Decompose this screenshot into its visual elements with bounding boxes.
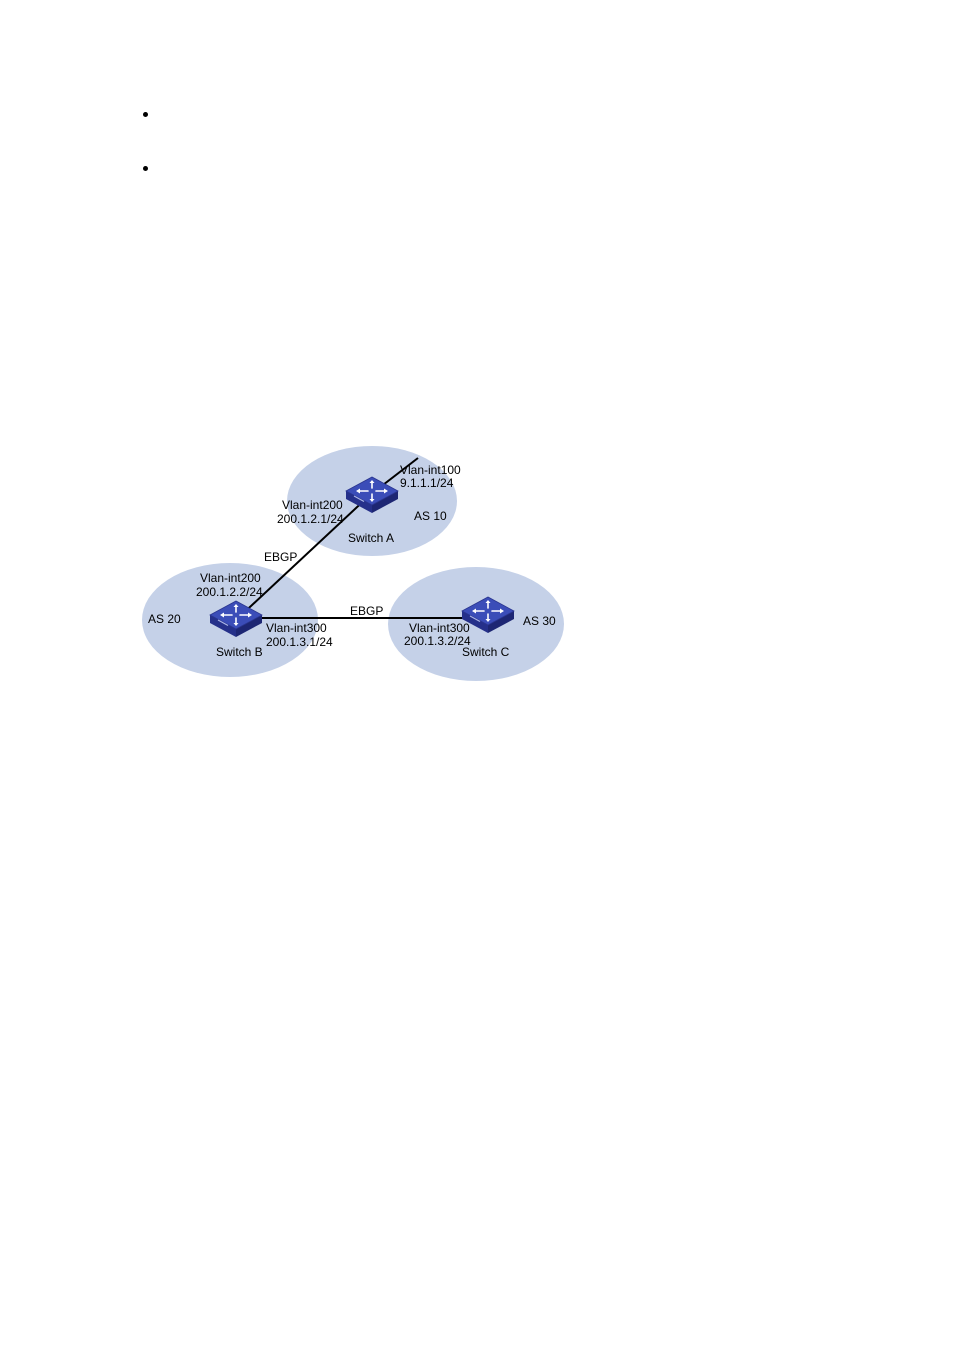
a-vlan100-name: Vlan-int100 [400, 463, 461, 477]
link-b-c-label: EBGP [350, 604, 383, 618]
switch-c-label: Switch C [462, 645, 510, 659]
a-vlan100-ip: 9.1.1.1/24 [400, 476, 454, 490]
a-vlan200-ip: 200.1.2.1/24 [277, 512, 344, 526]
as30-label: AS 30 [523, 614, 556, 628]
as10-label: AS 10 [414, 509, 447, 523]
b-vlan200-name: Vlan-int200 [200, 571, 261, 585]
switch-b-label: Switch B [216, 645, 263, 659]
bullet-marker-2 [143, 166, 148, 171]
b-vlan300-ip: 200.1.3.1/24 [266, 635, 333, 649]
b-vlan200-ip: 200.1.2.2/24 [196, 585, 263, 599]
b-vlan300-name: Vlan-int300 [266, 621, 327, 635]
c-vlan300-ip: 200.1.3.2/24 [404, 634, 471, 648]
link-a-b-label: EBGP [264, 550, 297, 564]
link-a-b [235, 494, 371, 621]
a-vlan200-name: Vlan-int200 [282, 498, 343, 512]
bullet-marker-1 [143, 112, 148, 117]
switch-a-label: Switch A [348, 531, 394, 545]
c-vlan300-name: Vlan-int300 [409, 621, 470, 635]
as20-label: AS 20 [148, 612, 181, 626]
